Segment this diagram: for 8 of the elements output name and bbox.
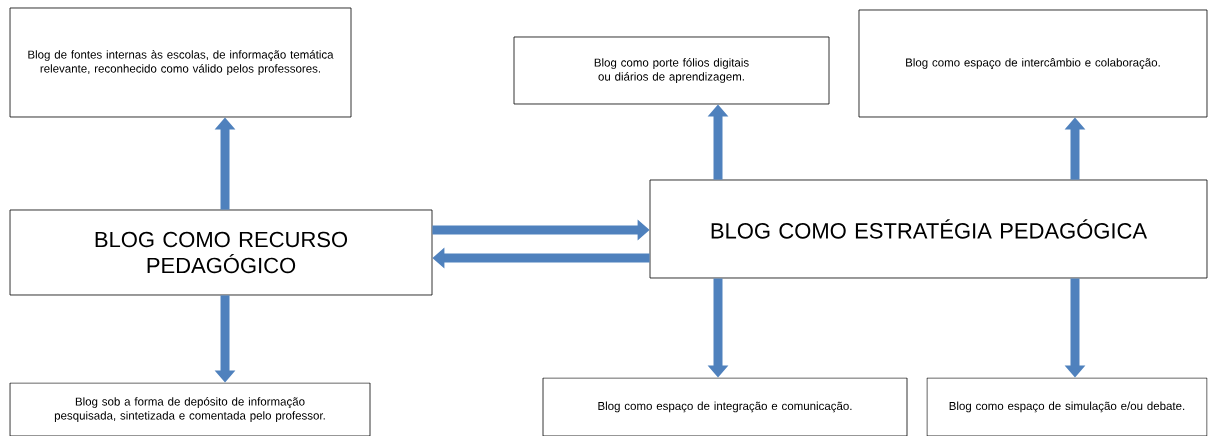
text-box: Blog como espaço de integração e comunicação.: [542, 377, 908, 436]
text-box: Blog de fontes internas às escolas, de informação temática relevante, reconhecido como válido pelos professores.: [9, 7, 352, 118]
heading-box: BLOG COMO RECURSO PEDAGÓGICO: [9, 209, 433, 296]
text-box: Blog como espaço de simulação e/ou debate.: [926, 377, 1208, 436]
text-box: Blog como porte fólios digitais ou diários de aprendizagem.: [513, 36, 830, 105]
text-box: Blog como espaço de intercâmbio e colaboração.: [858, 9, 1208, 118]
text-box: Blog sob a forma de depósito de informação pesquisada, sintetizada e comentada pelo professor.: [9, 382, 371, 436]
heading-box: BLOG COMO ESTRATÉGIA PEDAGÓGICA: [649, 179, 1208, 279]
